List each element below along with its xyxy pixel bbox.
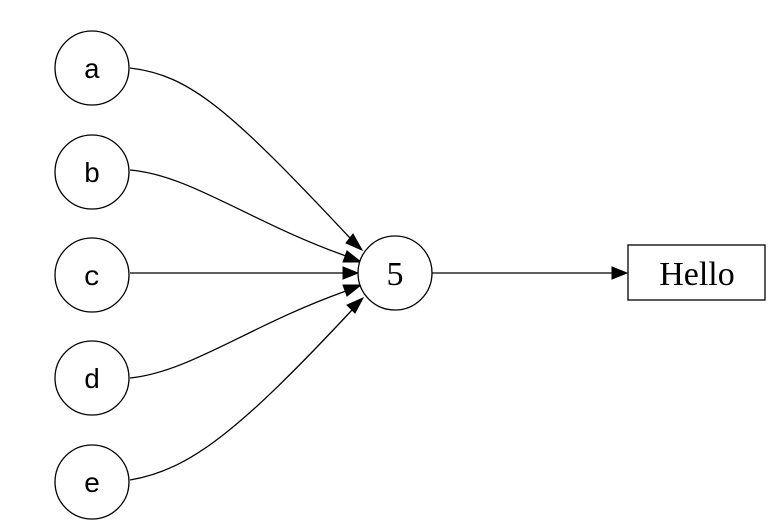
node-b-shape <box>54 134 130 210</box>
node-e-label: e <box>84 470 101 501</box>
edge-a-to-5 <box>129 67 351 239</box>
node-c-label: c <box>84 263 101 294</box>
node-d-label: d <box>84 366 101 397</box>
edge-5-to-hello-arrowhead <box>611 266 629 280</box>
node-e-shape <box>54 444 130 520</box>
edge-a-to-5-arrowhead <box>345 233 364 252</box>
node-c[interactable]: c <box>54 237 130 313</box>
node-5-shape <box>357 235 433 311</box>
node-e[interactable]: e <box>54 444 130 520</box>
edge-b-to-5-arrowhead <box>342 250 363 263</box>
node-b-label: b <box>84 160 101 191</box>
node-b[interactable]: b <box>54 134 130 210</box>
node-a[interactable]: a <box>54 30 130 106</box>
node-d[interactable]: d <box>54 340 130 416</box>
node-c-shape <box>54 237 130 313</box>
edges <box>129 67 629 481</box>
node-hello[interactable]: Hello <box>627 244 766 301</box>
edge-e-to-5 <box>129 309 353 481</box>
edge-d-to-5 <box>129 290 347 379</box>
edge-d-to-5-arrowhead <box>342 284 363 297</box>
node-a-shape <box>54 30 130 106</box>
edge-c-to-5-arrowhead <box>342 266 360 280</box>
edge-b-to-5 <box>129 169 347 257</box>
node-5[interactable]: 5 <box>357 235 433 311</box>
node-d-shape <box>54 340 130 416</box>
edge-e-to-5-arrowhead <box>346 296 365 314</box>
node-hello-shape <box>627 244 766 301</box>
node-5-label: 5 <box>387 256 404 293</box>
node-hello-label: Hello <box>659 256 735 293</box>
node-a-label: a <box>84 56 101 87</box>
